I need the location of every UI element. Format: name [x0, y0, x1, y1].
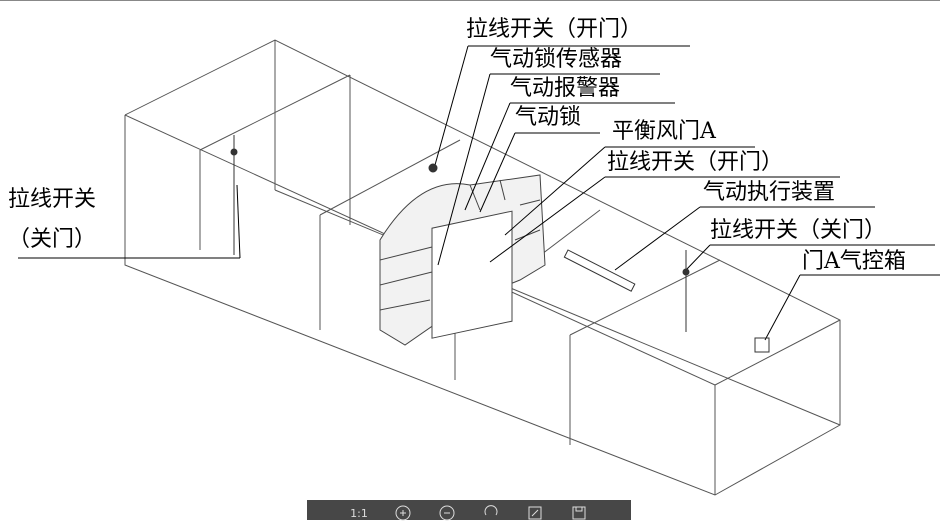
edit-icon[interactable]: [527, 505, 543, 521]
label-pull-switch-close-right: 拉线开关（关门）: [710, 218, 887, 243]
label-pneumatic-lock-sensor: 气动锁传感器: [490, 47, 623, 72]
save-icon[interactable]: [571, 505, 587, 521]
label-door-a-control-box: 门A气控箱: [802, 249, 906, 274]
label-pull-switch-open-top: 拉线开关（开门）: [466, 17, 643, 42]
zoom-out-icon[interactable]: [439, 505, 455, 521]
label-pneumatic-actuator: 气动执行装置: [703, 180, 836, 205]
label-pneumatic-lock: 气动锁: [515, 105, 582, 130]
label-balance-door-a: 平衡风门A: [612, 119, 716, 144]
pull-switches: [230, 135, 770, 353]
label-pull-switch-close-left-2: （关门）: [8, 227, 97, 252]
zoom-in-icon[interactable]: [395, 505, 411, 521]
label-pneumatic-alarm: 气动报警器: [510, 76, 621, 101]
actual-size-button[interactable]: 1:1: [350, 506, 368, 520]
label-pull-switch-open: 拉线开关（开门）: [607, 150, 784, 175]
rotate-icon[interactable]: [483, 505, 499, 521]
brick-wall: [379, 174, 546, 346]
label-pull-switch-close-left: 拉线开关: [8, 187, 97, 212]
window-top-border: [0, 0, 940, 1]
viewer-toolbar: 1:1: [307, 500, 631, 521]
leader-lines: [18, 45, 940, 341]
